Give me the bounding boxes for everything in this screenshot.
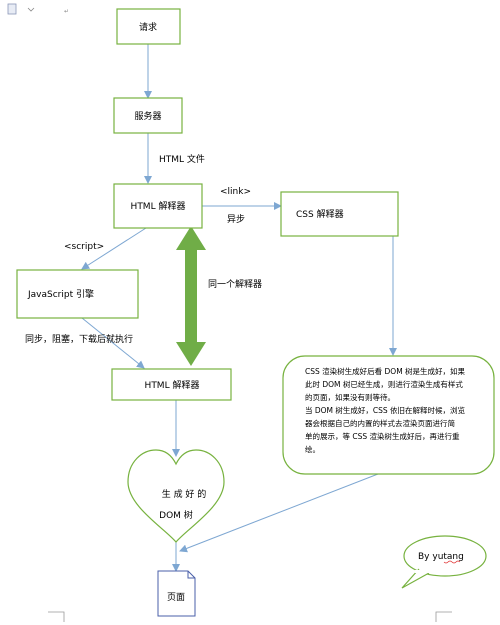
css-parser-box bbox=[280, 191, 399, 237]
note-line-3: 的页面，如果没有则等待。 bbox=[305, 392, 395, 402]
signature-label: By yutang bbox=[418, 552, 464, 562]
dom-tree-label-1: 生 成 好 的 bbox=[162, 488, 207, 500]
note-box bbox=[282, 355, 495, 475]
signature-oval-tail bbox=[401, 568, 430, 589]
dom-tree-label-2: DOM 树 bbox=[159, 509, 193, 521]
arrow-note-to-page bbox=[179, 473, 379, 553]
signature-oval bbox=[403, 535, 487, 577]
html-file-label: HTML 文件 bbox=[159, 153, 205, 165]
same-parser-double-arrow bbox=[176, 226, 206, 366]
async-label: 异步 bbox=[227, 214, 245, 225]
note-line-2: 此时 DOM 树已经生成，则进行渲染生成有样式 bbox=[305, 379, 463, 389]
script-label: <script> bbox=[64, 242, 104, 252]
request-box bbox=[116, 8, 181, 45]
note-line-5: 器会根据自己的内置的样式去渲染页面进行简 bbox=[305, 418, 455, 428]
note-line-6: 单的展示，等 CSS 渲染树生成好后，再进行重 bbox=[305, 431, 460, 441]
server-box bbox=[113, 97, 183, 134]
document-icon bbox=[7, 3, 35, 15]
signature-underline bbox=[443, 560, 461, 564]
html-parser-box-2 bbox=[111, 368, 232, 401]
note-line-4: 当 DOM 树生成好，CSS 依旧在解释时候，浏览 bbox=[305, 405, 466, 415]
page-label: 页面 bbox=[167, 592, 185, 603]
dom-tree-heart bbox=[127, 449, 225, 543]
js-engine-label: JavaScript 引擎 bbox=[27, 288, 94, 300]
js-engine-box bbox=[16, 269, 139, 319]
request-label: 请求 bbox=[139, 21, 157, 33]
note-line-7: 绘。 bbox=[305, 444, 320, 454]
arrow-js-to-parser2 bbox=[81, 317, 145, 369]
html-parser-label-2: HTML 解释器 bbox=[145, 379, 200, 391]
arrow-parser-to-js bbox=[81, 227, 147, 270]
server-label: 服务器 bbox=[134, 110, 161, 122]
css-parser-label: CSS 解释器 bbox=[296, 208, 344, 220]
html-parser-label-1: HTML 解释器 bbox=[131, 200, 186, 212]
page-document-shape bbox=[157, 570, 196, 617]
sync-note-label: 同步，阻塞，下载后就执行 bbox=[25, 333, 133, 345]
note-line-1: CSS 渲染树生成好后看 DOM 树是生成好，如果 bbox=[305, 366, 466, 376]
crop-mark-left bbox=[48, 611, 65, 622]
crop-mark-right bbox=[435, 611, 452, 622]
link-label: <link> bbox=[220, 187, 251, 197]
html-parser-box-1 bbox=[113, 183, 203, 229]
paragraph-mark: ↵ bbox=[64, 8, 69, 15]
same-parser-label: 同一个解释器 bbox=[208, 278, 262, 290]
